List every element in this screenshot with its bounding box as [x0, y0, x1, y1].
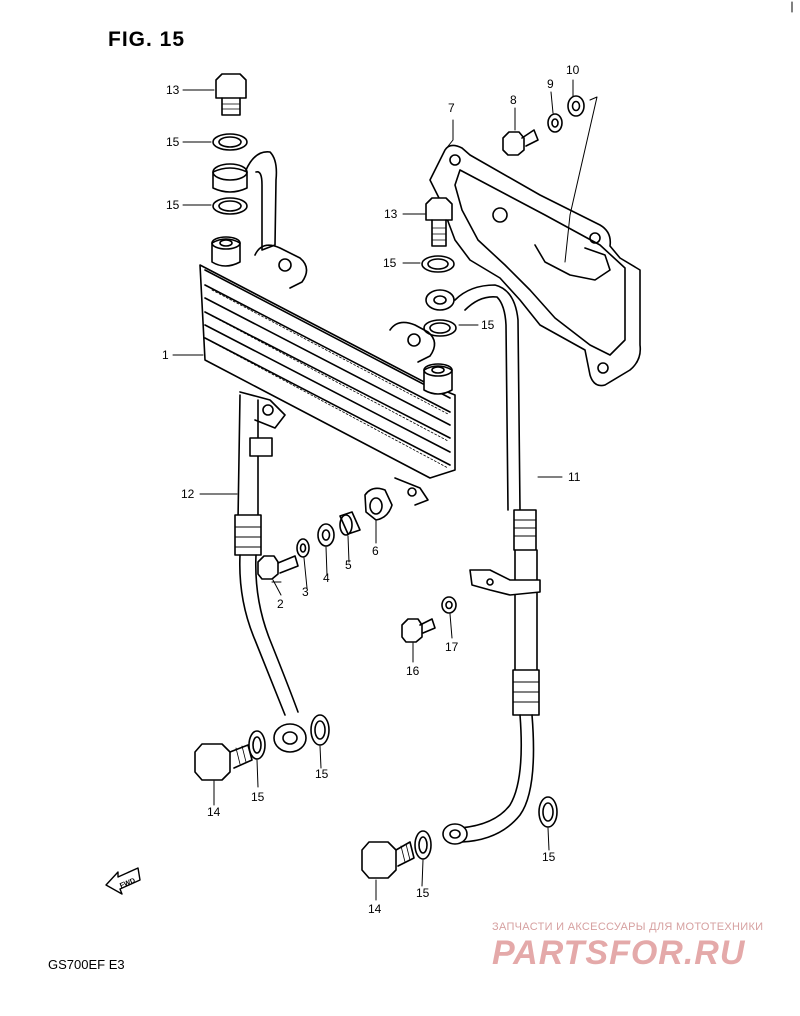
callout-4: 4 [323, 571, 330, 585]
oil-cooler [199, 236, 456, 506]
washer-3 [296, 538, 310, 558]
forward-arrow-icon: FWD [105, 867, 141, 895]
callout-14: 14 [368, 902, 382, 916]
bolt-2 [257, 555, 299, 580]
callout-11: 11 [568, 470, 581, 484]
callout-10: 10 [566, 63, 580, 77]
watermark-tagline: ЗАПЧАСТИ И АКСЕССУАРЫ ДЛЯ МОТОТЕХНИКИ [492, 921, 764, 933]
callout-15: 15 [481, 318, 495, 332]
callout-1: 1 [162, 348, 169, 362]
leader-lines [172, 79, 598, 901]
washer-17 [441, 596, 457, 614]
oil-hose-12 [234, 151, 307, 753]
callout-15: 15 [416, 886, 430, 900]
callout-16: 16 [406, 664, 420, 678]
bolt-16 [401, 618, 436, 643]
banjo-bolt-13-right [425, 197, 453, 247]
callout-13: 13 [166, 83, 180, 97]
figure-title: FIG. 15 [108, 28, 186, 51]
callout-6: 6 [372, 544, 379, 558]
grommet-6 [364, 487, 393, 521]
callout-8: 8 [510, 93, 517, 107]
callout-15: 15 [383, 256, 397, 270]
washer-10 [567, 95, 585, 117]
model-code: GS700EF E3 [48, 957, 125, 972]
callout-3: 3 [302, 585, 309, 599]
callout-15: 15 [166, 135, 180, 149]
cooler-bracket [429, 144, 642, 387]
banjo-bolt-14-left [194, 743, 253, 781]
callout-5: 5 [345, 558, 352, 572]
bolt-8 [502, 129, 539, 156]
washer-9 [547, 113, 563, 133]
callout-15: 15 [251, 790, 265, 804]
banjo-bolt-13-upper-left [215, 73, 247, 116]
callout-15: 15 [542, 850, 556, 864]
gasket-washers-15 [212, 133, 558, 860]
callout-12: 12 [181, 487, 195, 501]
callout-9: 9 [547, 77, 554, 91]
callout-14: 14 [207, 805, 221, 819]
collar-5 [339, 511, 361, 536]
washer-4 [317, 523, 335, 547]
callout-2: 2 [277, 597, 284, 611]
callout-17: 17 [445, 640, 459, 654]
watermark-logo: PARTSFOR.RU [492, 934, 746, 972]
callout-7: 7 [448, 101, 455, 115]
callout-13: 13 [384, 207, 398, 221]
oil-hose-11 [425, 284, 541, 845]
banjo-bolt-14-right [361, 841, 415, 879]
callout-15: 15 [166, 198, 180, 212]
callout-15: 15 [315, 767, 329, 781]
